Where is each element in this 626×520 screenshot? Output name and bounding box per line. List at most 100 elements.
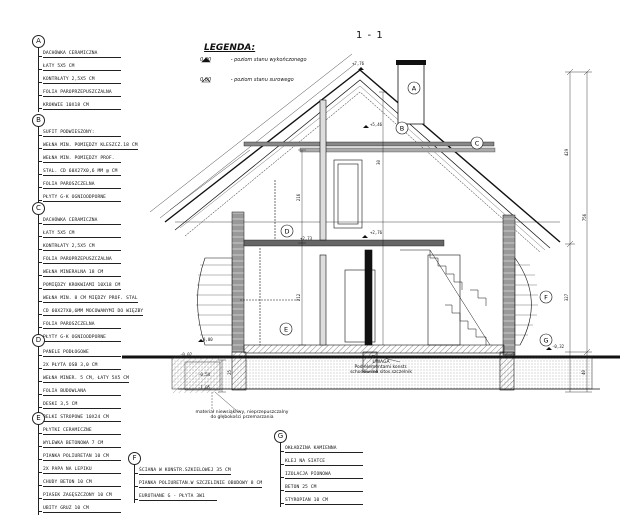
spec-item: WEŁNA MINERALNA 18 CM	[39, 266, 143, 279]
spec-item-text: KLEJ NA SIATCE	[285, 458, 363, 466]
spec-item-text: WYLEWKA BETONOWA 7 CM	[43, 440, 121, 448]
dim-left-1: 25	[226, 370, 232, 375]
spec-item-text: FOLIA PAROSZCZELNA	[43, 181, 121, 189]
section-title: 1 - 1	[356, 30, 384, 41]
spec-item: POMIĘDZY KROKWIAMI 10X18 CM	[39, 279, 143, 292]
spec-item-text: BELKI STROPOWE 10X24 CM	[43, 414, 121, 422]
spec-item-text: ŁATY 5X5 CM	[43, 63, 121, 71]
level-label-attic: +5,46	[370, 122, 383, 127]
spec-item: 2X PAPA NA LEPIKU	[39, 463, 121, 476]
spec-item: DACHÓWKA CERAMICZNA	[39, 214, 143, 227]
callout-d: D	[280, 224, 294, 238]
legend-text: - poziom stanu surowego	[230, 77, 294, 83]
wall-left	[196, 211, 245, 353]
spec-item: SUFIT PODWIESZONY:	[39, 126, 138, 139]
spec-list: OKŁADZINA KAMIENNA KLEJ NA SIATCE IZOLACJA…	[280, 442, 363, 507]
note-leaders	[214, 354, 401, 413]
level-label-m032: -0,32	[552, 344, 565, 349]
spec-item: OKŁADZINA KAMIENNA	[281, 442, 363, 455]
level-label-ridge: +7,76	[352, 61, 365, 66]
dimension-chain-left	[211, 359, 226, 410]
spec-item: FOLIA PAROSZCZELNA	[39, 178, 138, 191]
spec-item-text: PIANKA POLIURETAN.W SZCZELINIE OBUDOWY 8…	[139, 481, 263, 488]
spec-item-text: STAL. CD 60X27X0,6 MM @ CM	[43, 168, 121, 176]
dim-mid-1: 216	[296, 193, 302, 202]
spec-item-text: DESKI 3,5 CM	[43, 401, 121, 409]
spec-item-text: POMIĘDZY KROKWIAMI 10X18 CM	[43, 283, 121, 290]
spec-item-text: PŁYTY G-K OGNIOODPORNE	[43, 194, 121, 202]
spec-item-text: PŁYTKI CERAMICZNE	[43, 427, 121, 435]
spec-item-text: UBITY GRUZ 10 CM	[43, 505, 121, 513]
callout-e: E	[279, 322, 293, 336]
roof	[164, 69, 561, 253]
note-left: materiał niewsiąkliwy, nieprzepuszczalny…	[192, 410, 292, 420]
spec-item: ŁATY 5X5 CM	[39, 60, 121, 73]
spec-item-text: PŁYTY G-K OGNIOODPORNE	[43, 334, 121, 342]
spec-item-text: KONTRŁATY 2,5X5 CM	[43, 243, 121, 251]
dim-mid-2: 212	[296, 293, 302, 302]
foundation	[178, 351, 600, 391]
spec-item: BETON 25 CM	[281, 481, 363, 494]
spec-item: WEŁNA MIN. POMIĘDZY PROF.	[39, 152, 138, 165]
legend-text: - poziom stanu wykończonego	[230, 57, 307, 63]
callout-b: B	[395, 121, 409, 135]
spec-item: FOLIA PAROSZCZELNA	[39, 318, 143, 331]
dim-ground: 327	[564, 293, 570, 302]
dim-upper: 429	[564, 148, 570, 157]
level-label-m054: -0,54	[198, 372, 211, 377]
spec-item: WYLEWKA BETONOWA 7 CM	[39, 437, 121, 450]
spec-item: ŁATY 5X5 CM	[39, 227, 143, 240]
svg-text:G: G	[543, 337, 548, 345]
stairs	[400, 249, 491, 346]
spec-item: PŁYTY G-K OGNIOODPORNE	[39, 191, 138, 204]
spec-item-text: IZOLACJA PIONOWA	[285, 471, 363, 479]
note-left-line-1: materiał niewsiąkliwy, nieprzepuszczalny	[195, 410, 289, 415]
note-center-line-3: schodów ma sitos.szczelnik	[350, 370, 412, 375]
wall-right	[502, 214, 538, 356]
svg-text:A: A	[412, 85, 417, 93]
legend-mark: 0,00	[200, 77, 212, 83]
level-label-floor1: +2,76	[370, 230, 383, 235]
note-center-line-2: Pod elementami konstr.	[354, 365, 408, 370]
svg-text:D: D	[284, 228, 289, 236]
spec-item: DACHÓWKA CERAMICZNA	[39, 47, 121, 60]
spec-item: PŁYTKI CERAMICZNE	[39, 424, 121, 437]
interior	[240, 99, 461, 346]
spec-list: SUFIT PODWIESZONY: WEŁNA MIN. POMIĘDZY KL…	[38, 126, 138, 204]
spec-item: WEŁNA MINER. 5 CM, ŁATY 5X5 CM	[39, 372, 129, 385]
spec-item: WEŁNA MIN. 8 CM MIĘDZY PROF. STAL	[39, 292, 143, 305]
spec-item-text: SUFIT PODWIESZONY:	[43, 129, 121, 137]
spec-item: PIASEK ZAGĘSZCZONY 10 CM	[39, 489, 121, 502]
callout-a: A	[407, 81, 421, 95]
spec-item: 2X PŁYTA OSB 3,0 CM	[39, 359, 129, 372]
spec-item: WEŁNA MIN. POMIĘDZY KLESZCZ.18 CM	[39, 139, 138, 152]
spec-item: FOLIA PAROPRZEPUSZCZALNA	[39, 253, 143, 266]
dim-total: 756	[582, 213, 588, 222]
spec-item-text: FOLIA PAROPRZEPUSZCZALNA	[43, 256, 121, 264]
spec-item: IZOLACJA PIONOWA	[281, 468, 363, 481]
spec-item: KONTRŁATY 2,5X5 CM	[39, 73, 121, 86]
spec-item-text: FOLIA BUDOWLANA	[43, 388, 121, 396]
spec-item-text: 2X PŁYTA OSB 3,0 CM	[43, 362, 121, 370]
floor-slabs	[243, 141, 505, 354]
spec-item-text: WEŁNA MIN. POMIĘDZY KLESZCZ.18 CM	[43, 143, 138, 150]
spec-list: PŁYTKI CERAMICZNE WYLEWKA BETONOWA 7 CM PI…	[38, 424, 121, 515]
svg-text:C: C	[475, 140, 480, 148]
spec-item-text: STYROPIAN 10 CM	[285, 497, 363, 505]
spec-item-text: DACHÓWKA CERAMICZNA	[43, 50, 121, 58]
callout-g: G	[539, 333, 553, 347]
spec-item-text: WEŁNA MINER. 5 CM, ŁATY 5X5 CM	[43, 376, 129, 383]
spec-item-text: ŁATY 5X5 CM	[43, 230, 121, 238]
spec-item-text: DACHÓWKA CERAMICZNA	[43, 217, 121, 225]
spec-item: PIANKA POLIURETAN.W SZCZELINIE OBUDOWY 8…	[135, 477, 263, 490]
svg-text:F: F	[544, 294, 548, 302]
spec-item: KONTRŁATY 2,5X5 CM	[39, 240, 143, 253]
spec-item-text: ŚCIANA W KONSTR.SZKIELOWEJ 35 CM	[139, 468, 231, 475]
callouts: A B C D E F G	[279, 81, 553, 347]
spec-item: PIANKA POLIURETAN 10 CM	[39, 450, 121, 463]
spec-list: DACHÓWKA CERAMICZNA ŁATY 5X5 CM KONTRŁATY …	[38, 214, 144, 344]
note-center: UWAGA Pod elementami konstr. schodów ma …	[336, 360, 426, 375]
level-markers	[198, 67, 552, 350]
spec-item-text: FOLIA PAROSZCZELNA	[43, 321, 121, 329]
